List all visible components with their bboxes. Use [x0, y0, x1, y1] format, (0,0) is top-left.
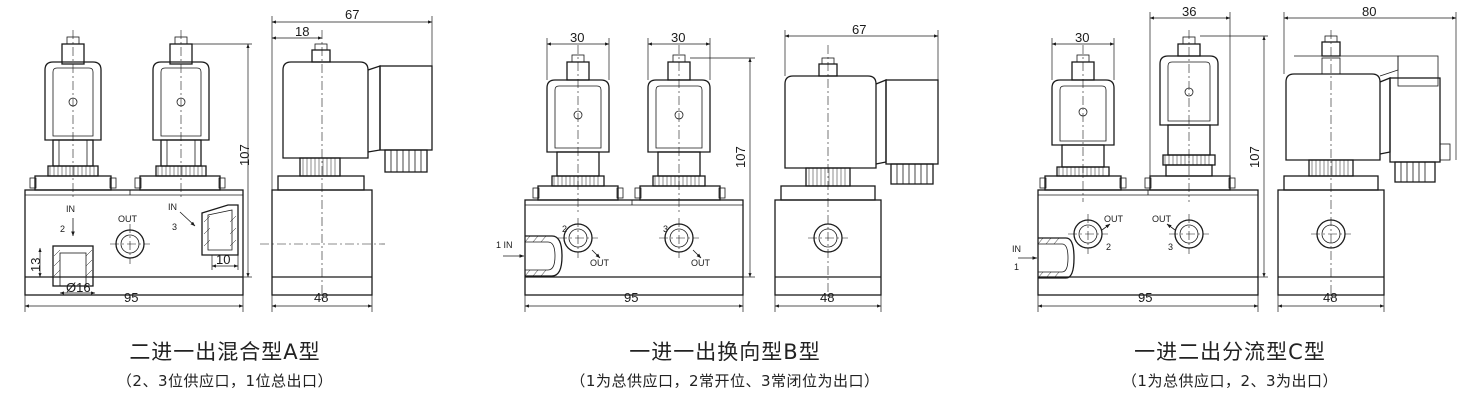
b-dim-coil1-width: 30: [570, 30, 584, 45]
c-port-in-num: 1: [1014, 262, 1019, 272]
c-dim-side-depth: 80: [1362, 4, 1376, 19]
a-dim-side-width: 48: [314, 290, 328, 305]
b-dimensions-front: 30 30 107 95: [524, 30, 755, 312]
a-port-out: OUT: [118, 214, 138, 224]
c-dim-coil1-width: 30: [1075, 30, 1089, 45]
a-port-in-2: IN: [66, 204, 75, 214]
c-ports: IN 1 OUT 2 OUT 3: [1012, 214, 1209, 279]
a-dim-port-dia: Ø16: [66, 280, 91, 295]
b-dim-side-depth: 67: [852, 22, 866, 37]
b-coil-2: [634, 45, 726, 212]
caption-a-title: 二进一出混合型A型: [129, 340, 321, 364]
b-port-3: 3: [663, 224, 668, 234]
b-dim-side-width: 48: [820, 290, 834, 305]
c-coil-1: [1039, 45, 1127, 202]
caption-b: 一进一出换向型B型 （1为总供应口，2常开位、3常闭位为出口）: [495, 336, 955, 391]
a-dimensions-front: 95 Ø16 13 107 10: [24, 43, 252, 312]
a-dim-side-depth: 67: [345, 7, 359, 22]
drawing-b: 1 IN 2 OUT 3 OUT 30 30 107 95: [496, 22, 939, 312]
caption-b-subtitle: （1为总供应口，2常开位、3常闭位为出口）: [570, 372, 880, 390]
b-port-2: 2: [562, 224, 567, 234]
solenoid-valve-drawings: IN 2 OUT IN 3 95 Ø16 13 107 10: [24, 4, 1457, 312]
a-coil-2: [134, 30, 226, 200]
c-port-2-out: OUT: [1104, 214, 1124, 224]
caption-c-title: 一进二出分流型C型: [1134, 340, 1326, 364]
a-dim-coil-offset: 18: [295, 24, 309, 39]
c-dim-coil2-width: 36: [1182, 4, 1196, 19]
b-ports: 1 IN 2 OUT 3 OUT: [496, 218, 711, 277]
c-front-body: [1037, 189, 1259, 296]
caption-b-title: 一进一出换向型B型: [629, 340, 821, 364]
c-port-in: IN: [1012, 244, 1021, 254]
b-coil-1: [532, 45, 624, 212]
a-dim-side-port: 10: [216, 252, 230, 267]
c-port-3-out: OUT: [1152, 214, 1172, 224]
drawing-c: IN 1 OUT 2 OUT 3 30 36 107 95: [1012, 4, 1457, 312]
b-dim-coil2-width: 30: [671, 30, 685, 45]
a-port-in-3: IN: [168, 202, 177, 212]
drawing-a: IN 2 OUT IN 3 95 Ø16 13 107 10: [24, 7, 433, 312]
caption-a: 二进一出混合型A型 （2、3位供应口，1位总出口）: [80, 336, 370, 391]
c-port-2: 2: [1106, 242, 1111, 252]
b-front-body: [524, 199, 744, 296]
c-dimensions-front: 30 36 107 95: [1037, 4, 1268, 312]
a-dim-height: 107: [237, 144, 252, 166]
caption-c: 一进二出分流型C型 （1为总供应口，2、3为出口）: [1080, 336, 1380, 391]
a-dim-body-length: 95: [124, 290, 138, 305]
c-coil-2: [1144, 30, 1236, 202]
a-port-3-num: 3: [172, 222, 177, 232]
a-front-body: [24, 189, 244, 296]
b-dim-body-length: 95: [624, 290, 638, 305]
a-ports: IN 2 OUT IN 3: [52, 202, 239, 287]
a-dim-body-height: 13: [28, 258, 43, 272]
caption-a-subtitle: （2、3位供应口，1位总出口）: [116, 372, 334, 390]
a-coil-1: [29, 30, 117, 200]
c-port-3: 3: [1168, 242, 1173, 252]
c-side-view: 80 48: [1277, 4, 1457, 312]
b-port-3-out: OUT: [691, 258, 711, 268]
a-port-2-num: 2: [60, 224, 65, 234]
c-dim-side-width: 48: [1323, 290, 1337, 305]
caption-c-subtitle: （1为总供应口，2、3为出口）: [1121, 372, 1339, 390]
b-dim-height: 107: [733, 146, 748, 168]
c-dim-height: 107: [1247, 146, 1262, 168]
b-port-in: 1 IN: [496, 240, 513, 250]
a-side-view: 48 67 18: [260, 7, 433, 312]
b-port-2-out: OUT: [590, 258, 610, 268]
b-side-view: 67 48: [774, 22, 939, 312]
c-dim-body-length: 95: [1138, 290, 1152, 305]
